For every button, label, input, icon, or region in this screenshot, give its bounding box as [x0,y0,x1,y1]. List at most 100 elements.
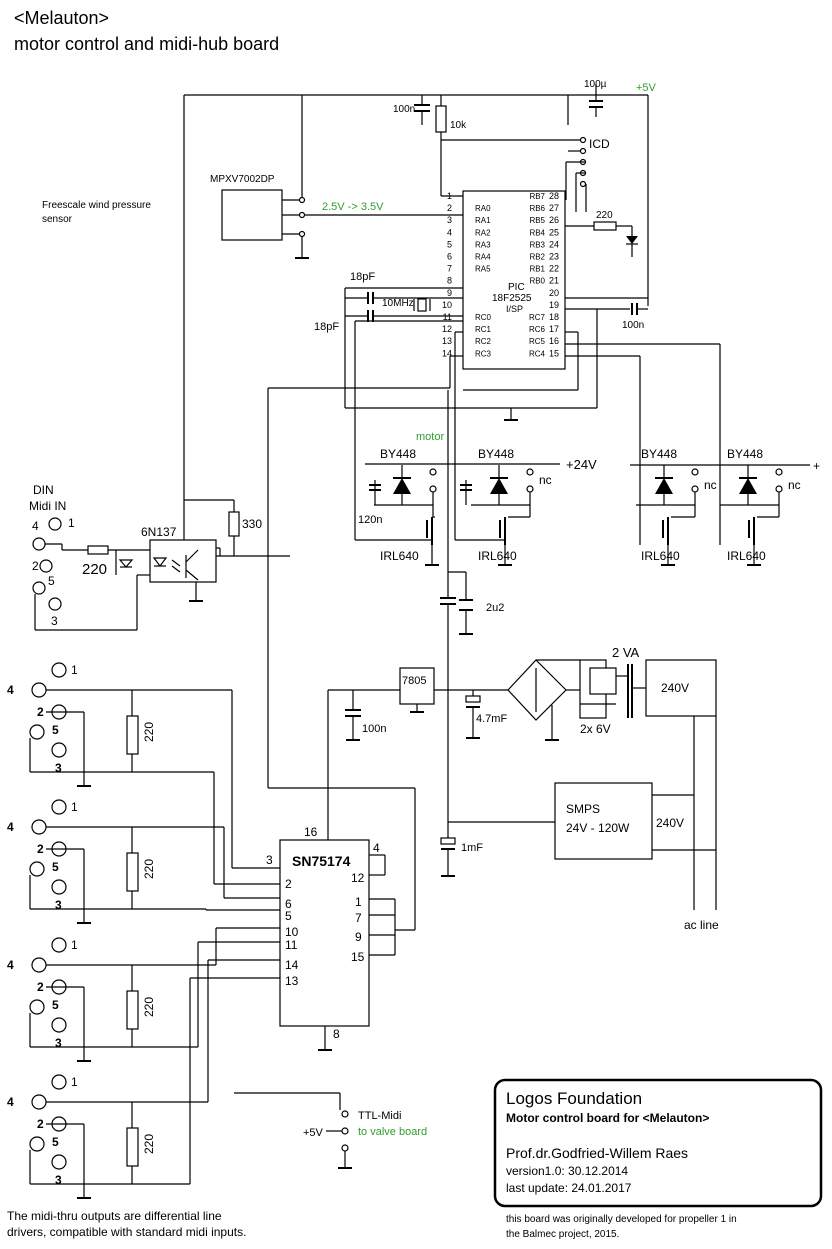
title: <Melauton> [14,8,109,28]
driver-pin-num: 13 [285,974,299,988]
note-right-1: this board was originally developed for … [506,1214,737,1225]
pic-pkg: I/SP [506,304,523,314]
smps-name: SMPS [566,802,600,816]
regulator-label: 7805 [402,675,426,687]
cap-100u-label: 100µ [584,79,607,90]
pic-pin-label: RA3 [475,240,491,249]
pic-pin-num: 9 [447,288,452,298]
pic-pin-label: RB5 [529,216,545,225]
regulator-7805 [399,667,435,705]
thru-resistor-label: 220 [142,859,156,879]
pic-pin-num: 19 [549,300,559,310]
pic-pin-label: RC5 [529,337,546,346]
diode-label: BY448 [380,447,416,461]
pic-pin-num: 23 [549,252,559,262]
pic-pin-num: 18 [549,312,559,322]
pic-pin-num: 17 [549,324,559,334]
din-pin-label: 3 [55,761,62,775]
pic-pin-num: 4 [447,227,452,237]
cap-1m-label: 1mF [461,842,483,854]
logos-update: last update: 24.01.2017 [506,1181,632,1195]
pic-name: PIC [508,282,525,293]
nc-label: nc [788,478,801,492]
ttl-v: +5V [303,1127,324,1139]
driver-pin-num: 7 [355,911,362,925]
pic-pin-label: RB6 [529,204,545,213]
top-rail [183,84,649,556]
din-pin-label: 1 [71,663,78,677]
din-pin-label: 4 [7,1095,14,1109]
din-pin-circle [31,957,47,973]
pic-pin-label: RA0 [475,204,491,213]
pic-pin-num: 13 [442,336,452,346]
din-subtitle: Midi IN [29,499,66,513]
motor-terminal [526,468,534,476]
pic-pin-label: RC3 [475,349,492,358]
logos-org: Logos Foundation [506,1089,642,1108]
opto-res-label: 330 [242,517,262,531]
thru-resistor-label: 220 [142,1134,156,1154]
din-pin-circle [29,1136,45,1152]
cap-18pf-b: 18pF [314,321,339,333]
cap-4m7-label: 4.7mF [476,713,507,725]
motor-terminal [526,485,534,493]
motor-terminal [429,468,437,476]
pic-pin-num: 21 [549,276,559,286]
diode-icon [490,478,508,494]
din-pin-label: 2 [37,842,44,856]
din-pin-label: 2 [37,980,44,994]
diode-icon [655,478,673,494]
nc-label: nc [704,478,717,492]
pic-pin-label: RB1 [529,265,545,274]
din-pin-circle [51,937,67,953]
pic-pin-num: 8 [447,276,452,286]
din-pin-2: 2 [32,559,39,573]
sensor-desc-1: Freescale wind pressure [42,200,151,211]
thru-resistor [126,990,139,1030]
pic-pin-num: 22 [549,264,559,274]
din-title: DIN [33,483,54,497]
ttl-label: TTL-Midi [358,1110,401,1122]
pressure-sensor [221,189,283,241]
smps-box [554,782,653,860]
sensor-voltage: 2.5V -> 3.5V [322,201,384,213]
mosfet-label: IRL640 [641,549,680,563]
din-pin-4: 4 [32,519,39,533]
pic-pin-num: 25 [549,227,559,237]
motor-terminal [429,485,437,493]
res-10k-label: 10k [450,120,467,131]
diode-label: BY448 [641,447,677,461]
pic-chip [462,190,566,370]
din-pin-label: 5 [52,860,59,874]
mosfet-label: IRL640 [727,549,766,563]
motor-terminal [775,468,783,476]
pic-pin-num: 15 [549,348,559,358]
din-pin-circle [51,1154,67,1170]
pic-pin-num: 3 [447,215,452,225]
pic-pin-num: 1 [447,191,452,201]
mosfet-label: IRL640 [478,549,517,563]
logos-box [493,1078,823,1208]
logos-author: Prof.dr.Godfried-Willem Raes [506,1145,688,1161]
din-pin-5: 5 [48,574,55,588]
driver-pin-num: 3 [266,853,273,867]
diode-label: BY448 [727,447,763,461]
din-pin-label: 5 [52,723,59,737]
pic-pin-label: RB7 [529,192,545,201]
pic-pin-num: 28 [549,191,559,201]
transformer-primary: 240V [661,681,689,695]
driver-pin-num: 15 [351,950,365,964]
diode-label: BY448 [478,447,514,461]
din-pin-label: 1 [71,938,78,952]
din-pin-label: 3 [55,1036,62,1050]
pic-pin-num: 12 [442,324,452,334]
thru-resistor [126,1127,139,1167]
driver-pin-num: 6 [285,897,292,911]
din-pin-label: 2 [37,705,44,719]
din-pin-circle [51,879,67,895]
